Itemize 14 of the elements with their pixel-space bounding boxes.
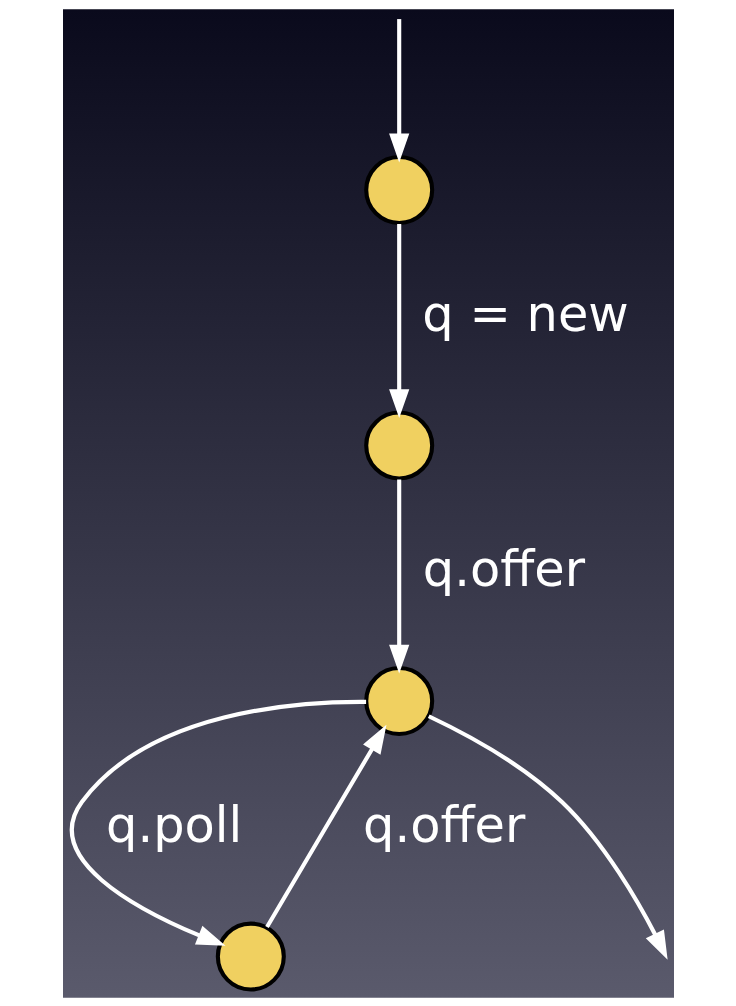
node-circle — [363, 154, 434, 225]
edge-label: q.poll — [105, 795, 242, 854]
arrow — [388, 18, 409, 162]
arrow — [388, 478, 409, 674]
arrow — [264, 724, 386, 928]
node-circle — [363, 665, 434, 736]
arrow — [427, 713, 668, 960]
edge-label: q = new — [421, 284, 629, 343]
node-circle — [363, 410, 434, 481]
edge-label: q.offer — [422, 539, 585, 598]
arrow — [388, 223, 409, 418]
edge-label: q.offer — [362, 795, 525, 854]
arrow — [69, 699, 366, 946]
node-circle — [215, 921, 286, 992]
